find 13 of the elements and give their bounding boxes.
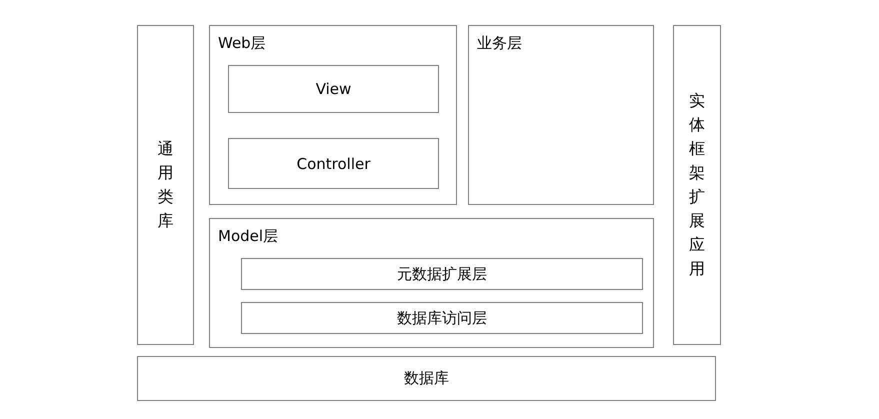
layer-heading: 业务层 [477,34,522,53]
side-panel: 实体框架扩展应用 [673,25,721,345]
layer-box [468,25,654,205]
component-box: 数据库访问层 [241,302,643,334]
component-box: 元数据扩展层 [241,258,643,290]
layer-box [209,218,654,348]
side-panel: 通用类库 [137,25,194,345]
component-box: Controller [228,138,439,189]
layer-heading: Model层 [218,227,278,246]
layer-heading: Web层 [218,34,266,53]
component-box: View [228,65,439,113]
layer-box: 数据库 [137,356,716,401]
layer-box [209,25,457,205]
